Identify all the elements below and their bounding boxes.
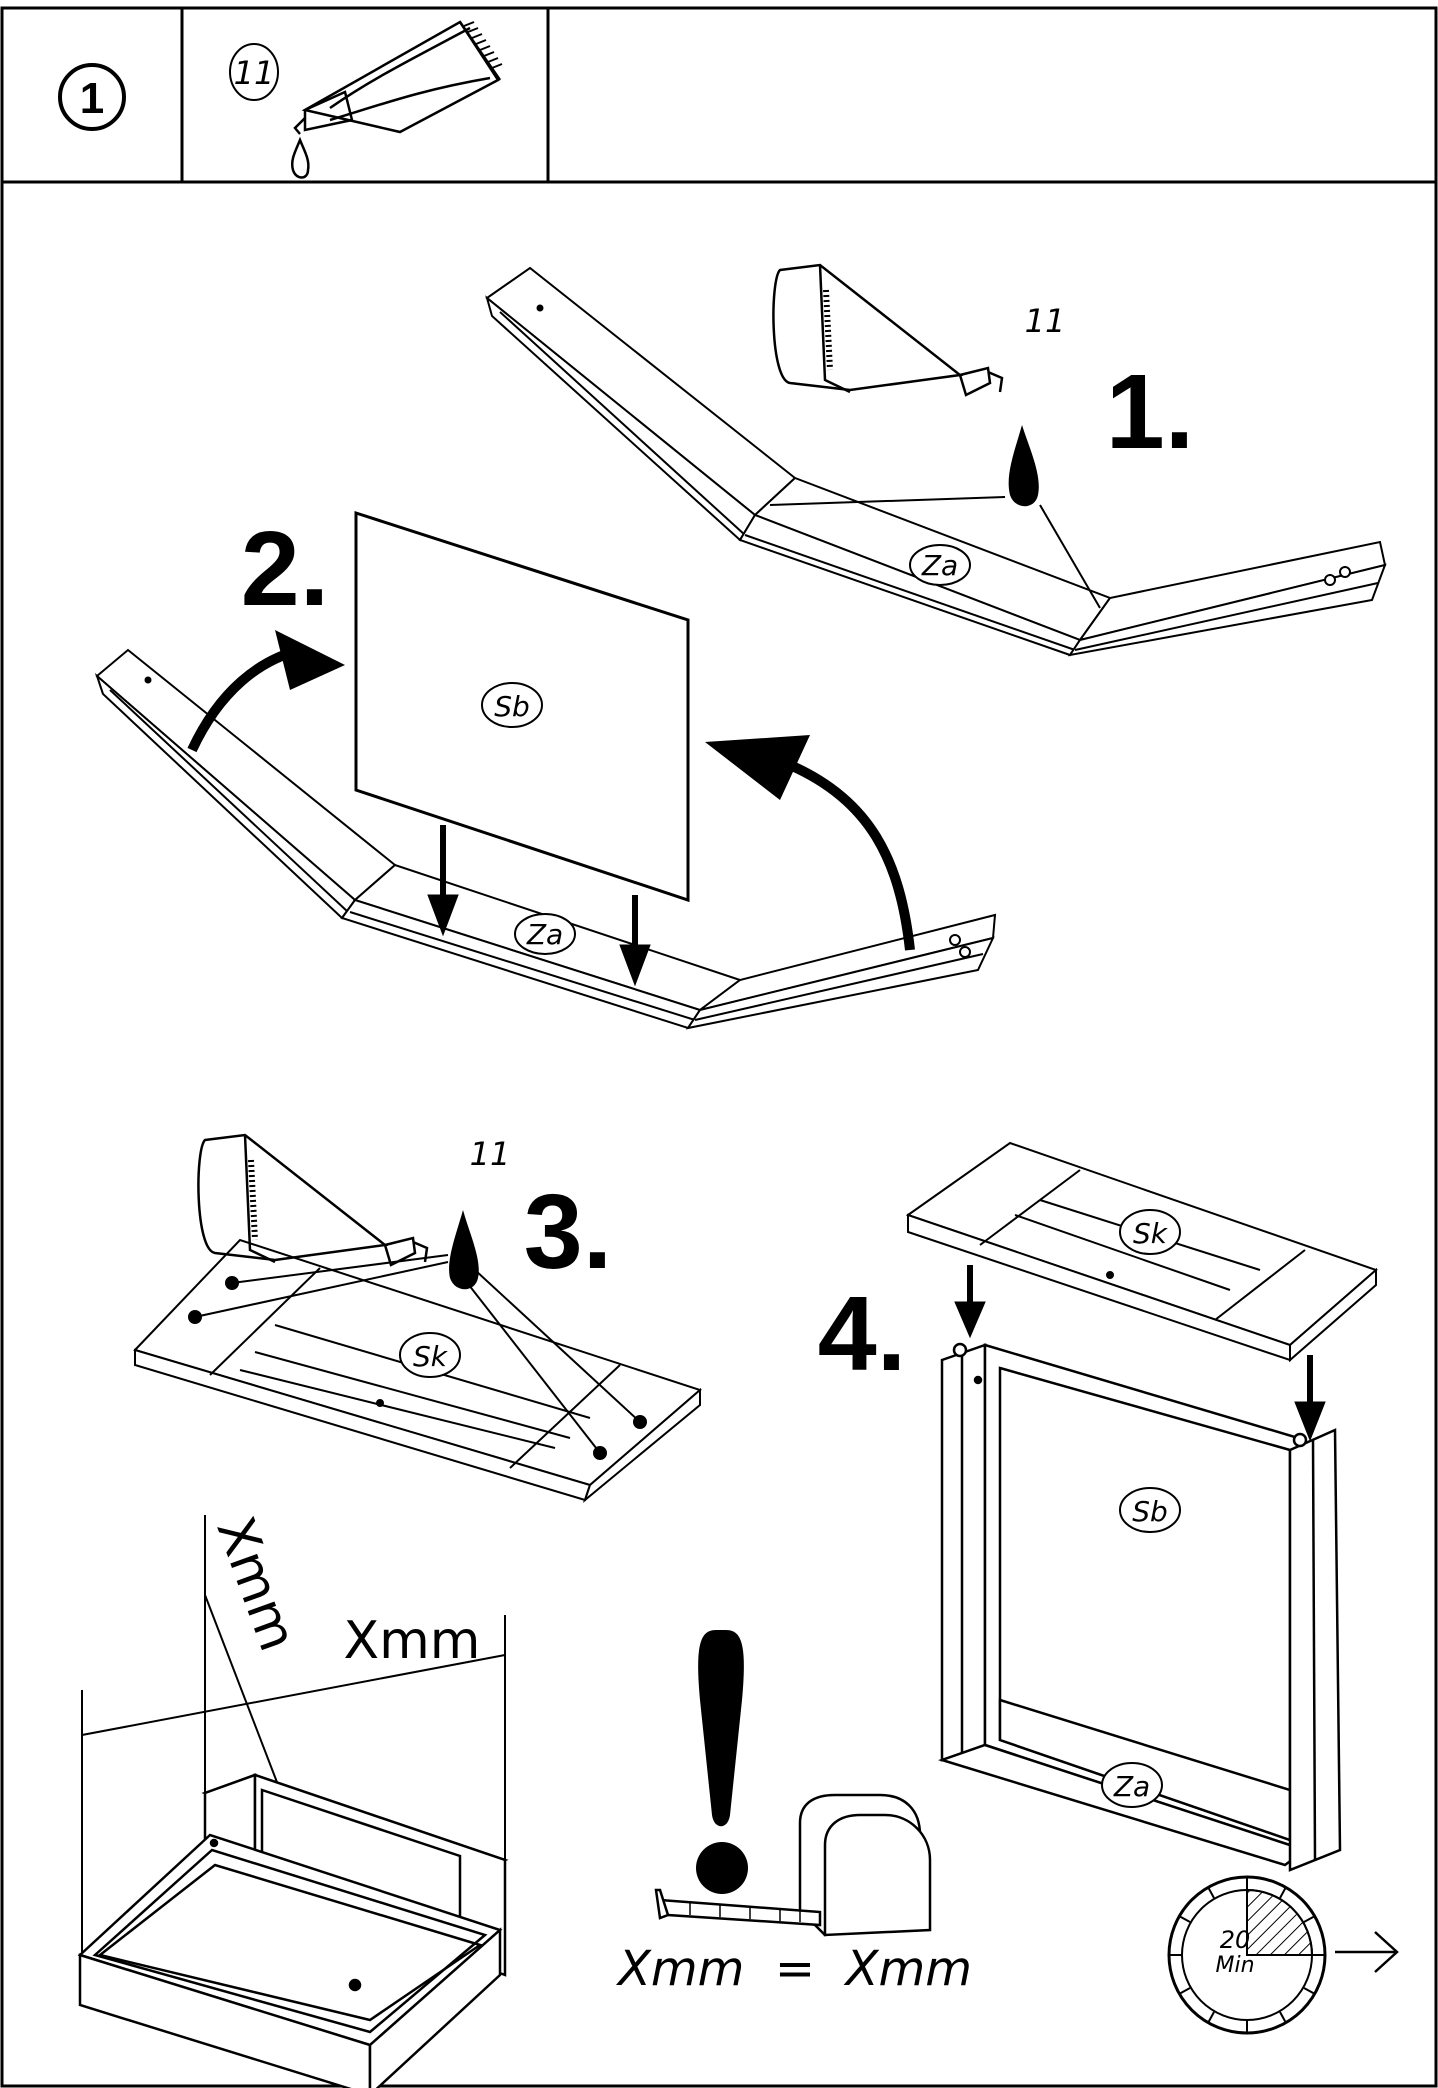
step4-bottom-text: Za <box>1113 1770 1150 1803</box>
timer-icon: 20 Min <box>1167 1875 1327 2035</box>
measure-equation: Xmm = Xmm <box>615 1941 972 1997</box>
step4-label: 4. <box>818 1275 906 1393</box>
step2-part-label: Za <box>514 913 576 955</box>
step1-part-text: Za <box>921 549 958 582</box>
step4-top-text: Sk <box>1133 1217 1169 1250</box>
step3-label: 3. <box>524 1173 612 1291</box>
step2-curved-arrow-right <box>705 735 915 951</box>
step3-glue-ref: 11 <box>470 1135 511 1173</box>
step1-label: 1. <box>1106 353 1194 471</box>
step2-label: 2. <box>241 510 329 628</box>
step1-part-label: Za <box>909 544 971 586</box>
step1-frame <box>485 266 1387 657</box>
step2-panel: Sb <box>354 510 690 903</box>
step4-panel-text: Sb <box>1132 1495 1168 1528</box>
measure-width-label: Xmm <box>344 1611 481 1671</box>
step1-glue-drop <box>1008 425 1039 507</box>
step4-down-arrows <box>954 1265 1326 1442</box>
step1-glue-ref: 11 <box>1025 302 1066 340</box>
step1-glue-tube-icon <box>772 263 1004 397</box>
step3-glue-tube-icon <box>197 1133 429 1267</box>
page-frame <box>0 6 1438 2088</box>
tape-measure-icon <box>654 1793 932 1937</box>
header-step-number: 1 <box>80 74 104 123</box>
header-step-badge: 1 <box>58 63 126 131</box>
step4-panel-label: Sb <box>1119 1487 1181 1533</box>
step3-glue-drop <box>449 1210 479 1290</box>
step3-part-label: Sk <box>399 1332 461 1378</box>
step2-down-arrows <box>427 825 651 987</box>
step4-top-label: Sk <box>1119 1209 1181 1255</box>
measure-diag-label: Xmm <box>204 1510 307 1659</box>
step4-bottom-label: Za <box>1101 1762 1163 1808</box>
warning-icon <box>696 1630 748 1894</box>
timer-unit: Min <box>1215 1953 1254 1978</box>
step2-part-text: Za <box>526 918 563 951</box>
timer-minutes: 20 <box>1220 1926 1251 1954</box>
measure-cabinet <box>77 1773 509 2088</box>
step2-panel-text: Sb <box>494 690 530 723</box>
step3-glue-lines <box>188 1254 647 1460</box>
step3-part-text: Sk <box>413 1340 449 1373</box>
header-glue-ref: 11 <box>234 54 275 92</box>
header-glue-icon: 11 <box>229 20 503 179</box>
step2-curved-arrow-left <box>187 630 345 753</box>
next-arrow-icon <box>1335 1931 1399 1973</box>
step1-glue-lines <box>769 496 1101 609</box>
